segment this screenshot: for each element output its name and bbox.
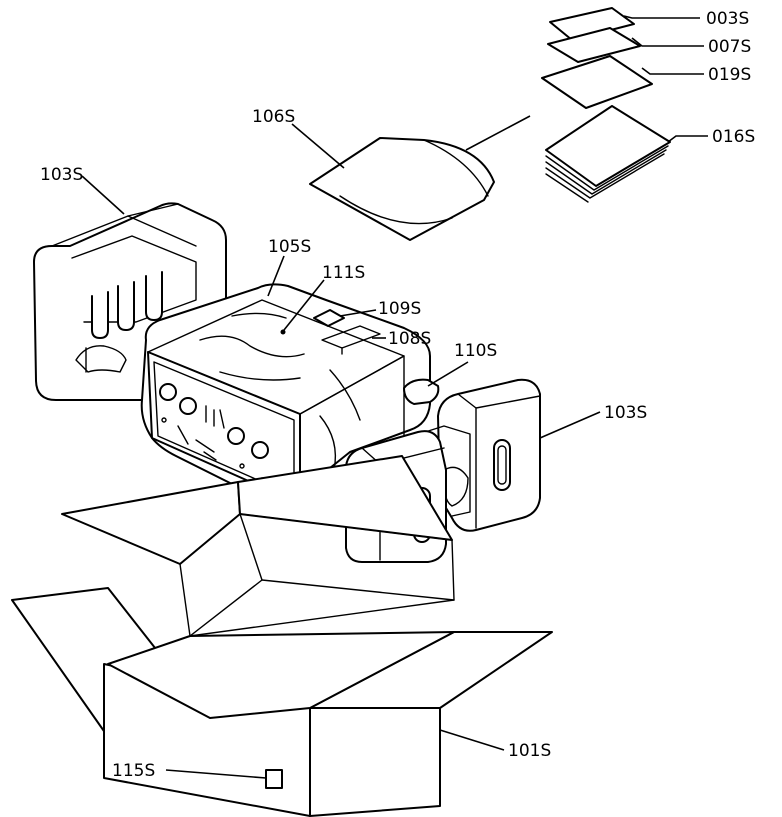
leader-115s — [165, 769, 267, 779]
leader-103s-left — [81, 175, 125, 215]
leader-105s — [267, 255, 285, 297]
label-003s: 003S — [706, 9, 749, 29]
label-019s: 019S — [708, 65, 751, 85]
label-105s: 105S — [268, 237, 311, 257]
leader-016s — [667, 135, 708, 143]
connector-108s — [321, 325, 381, 355]
label-103s-left: 103S — [40, 165, 83, 185]
bag-to-docs-line — [465, 115, 531, 151]
foam-end-cap-left — [33, 202, 227, 401]
label-016s: 016S — [712, 127, 755, 147]
label-108s: 108S — [388, 329, 431, 349]
document-007s — [547, 27, 641, 63]
leader-019s — [641, 67, 704, 75]
bag-106s — [309, 137, 495, 241]
amplifier-in-bag-105s — [140, 283, 431, 507]
leader-003s — [623, 15, 700, 19]
manual-016s — [545, 105, 671, 203]
leader-109s — [339, 309, 377, 317]
label-103s-right: 103S — [604, 403, 647, 423]
card-109s — [313, 309, 345, 327]
leader-101s — [439, 729, 505, 751]
label-110s: 110S — [454, 341, 497, 361]
leader-103s-right — [539, 411, 601, 439]
item-111s-dot — [280, 329, 286, 335]
label-115s: 115S — [112, 761, 155, 781]
leader-007s — [631, 37, 704, 47]
label-111s: 111S — [322, 263, 365, 283]
carton-label-115s — [265, 769, 283, 789]
document-003s — [549, 7, 635, 41]
leader-111s — [283, 279, 325, 331]
label-007s: 007S — [708, 37, 751, 57]
leader-110s — [427, 361, 469, 387]
label-101s: 101S — [508, 741, 551, 761]
leader-106s — [291, 123, 345, 169]
label-106s: 106S — [252, 107, 295, 127]
carton-101s — [11, 455, 553, 817]
label-109s: 109S — [378, 299, 421, 319]
document-019s — [541, 55, 653, 109]
